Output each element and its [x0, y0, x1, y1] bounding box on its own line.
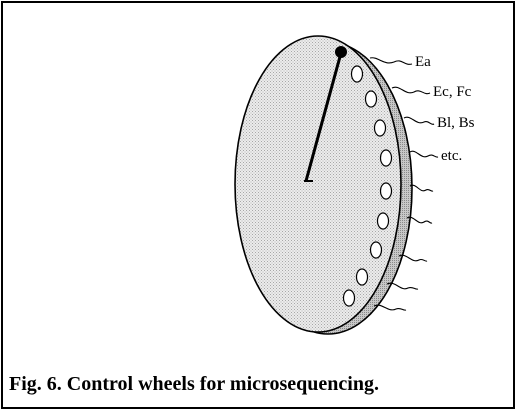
wheel-hole: [379, 182, 393, 200]
leader-line: [391, 86, 431, 95]
wheel-hole: [379, 149, 393, 167]
leader-lines: [369, 57, 439, 311]
wheel-hole: [350, 65, 364, 83]
leader-line: [398, 254, 428, 262]
leader-line: [403, 116, 435, 125]
wheel-hole: [364, 90, 378, 108]
label-bl-bs: Bl, Bs: [437, 115, 475, 131]
pointer-arm: [304, 52, 343, 182]
wheel-hole: [369, 241, 383, 259]
leader-line: [386, 282, 419, 290]
label-etc: etc.: [441, 148, 462, 164]
leader-line: [406, 216, 433, 224]
figure-caption: Fig. 6. Control wheels for microsequenci…: [9, 373, 379, 395]
wheel-pointer: [304, 46, 347, 182]
wheel-hole: [373, 119, 387, 137]
leader-line: [409, 184, 434, 192]
wheel-hole: [342, 289, 356, 307]
wheel-face: [234, 35, 402, 333]
leader-line: [369, 57, 413, 65]
leader-line: [409, 150, 439, 158]
leader-line: [373, 304, 407, 311]
wheel-hole: [355, 268, 369, 286]
pointer-tip: [335, 46, 347, 58]
wheel-hole: [376, 212, 390, 230]
label-ea: Ea: [415, 54, 431, 70]
wheel-holes: [342, 65, 393, 307]
label-ec-fc: Ec, Fc: [433, 84, 472, 100]
